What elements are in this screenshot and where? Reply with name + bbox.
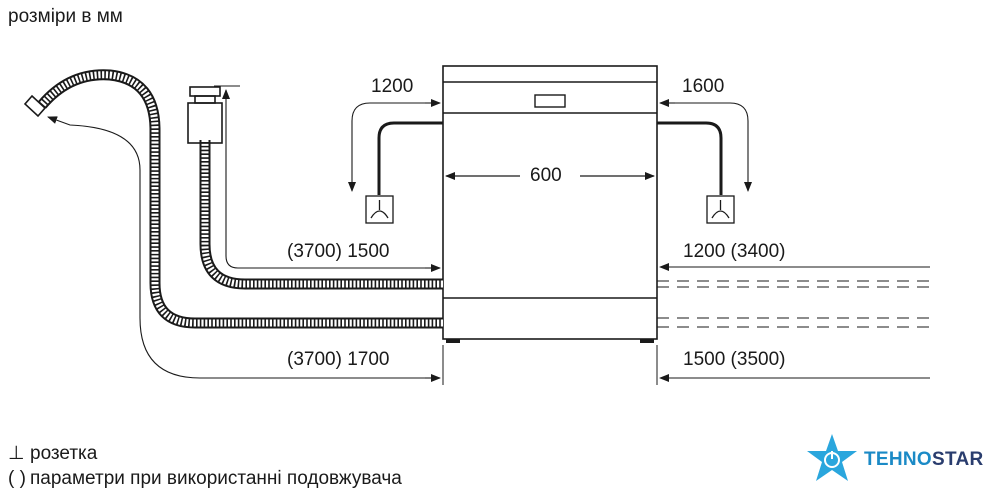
- right-socket-dimension-arc: [660, 102, 752, 192]
- legend-extension: ( )параметри при використанні подовжувач…: [8, 468, 402, 490]
- extension-symbol: ( ): [8, 468, 26, 489]
- tehnostar-logo: TEHNOSTAR: [804, 432, 994, 486]
- legend-extension-label: параметри при використанні подовжувача: [30, 468, 402, 489]
- right-drain-distance: 1200 (3400): [683, 241, 786, 262]
- right-socket-icon: [706, 195, 735, 224]
- left-socket-dimension-arc: [348, 102, 440, 192]
- units-label: розміри в мм: [8, 6, 123, 27]
- supply-dimension-line: [47, 116, 440, 379]
- logo-text-part1: TEHNO: [864, 449, 932, 470]
- left-socket-icon: [365, 195, 394, 224]
- star-icon: [807, 434, 857, 481]
- drain-dimension-line: [222, 89, 440, 269]
- right-supply-distance: 1500 (3500): [683, 349, 786, 370]
- right-hose-continuation: [657, 280, 930, 328]
- socket-symbol-icon: ⊥: [8, 443, 25, 464]
- width-dimension: 600: [530, 165, 562, 186]
- right-power-cord: [657, 121, 723, 195]
- left-power-cord: [377, 121, 443, 195]
- dishwasher-body: [442, 65, 658, 340]
- drain-connector: [187, 86, 223, 144]
- right-socket-distance: 1600: [682, 76, 725, 97]
- logo-text-part2: STAR: [932, 449, 984, 470]
- supply-connector: [23, 94, 47, 118]
- left-drain-distance: (3700) 1500: [287, 241, 390, 262]
- legend-socket-label: розетка: [30, 443, 98, 464]
- left-supply-distance: (3700) 1700: [287, 349, 390, 370]
- drain-hose: [199, 140, 443, 290]
- supply-hose: [37, 69, 443, 329]
- dishwasher-feet: [446, 339, 654, 343]
- left-socket-distance: 1200: [371, 76, 414, 97]
- legend-socket: ⊥розетка: [8, 443, 97, 465]
- logo-text: TEHNOSTAR: [864, 449, 984, 471]
